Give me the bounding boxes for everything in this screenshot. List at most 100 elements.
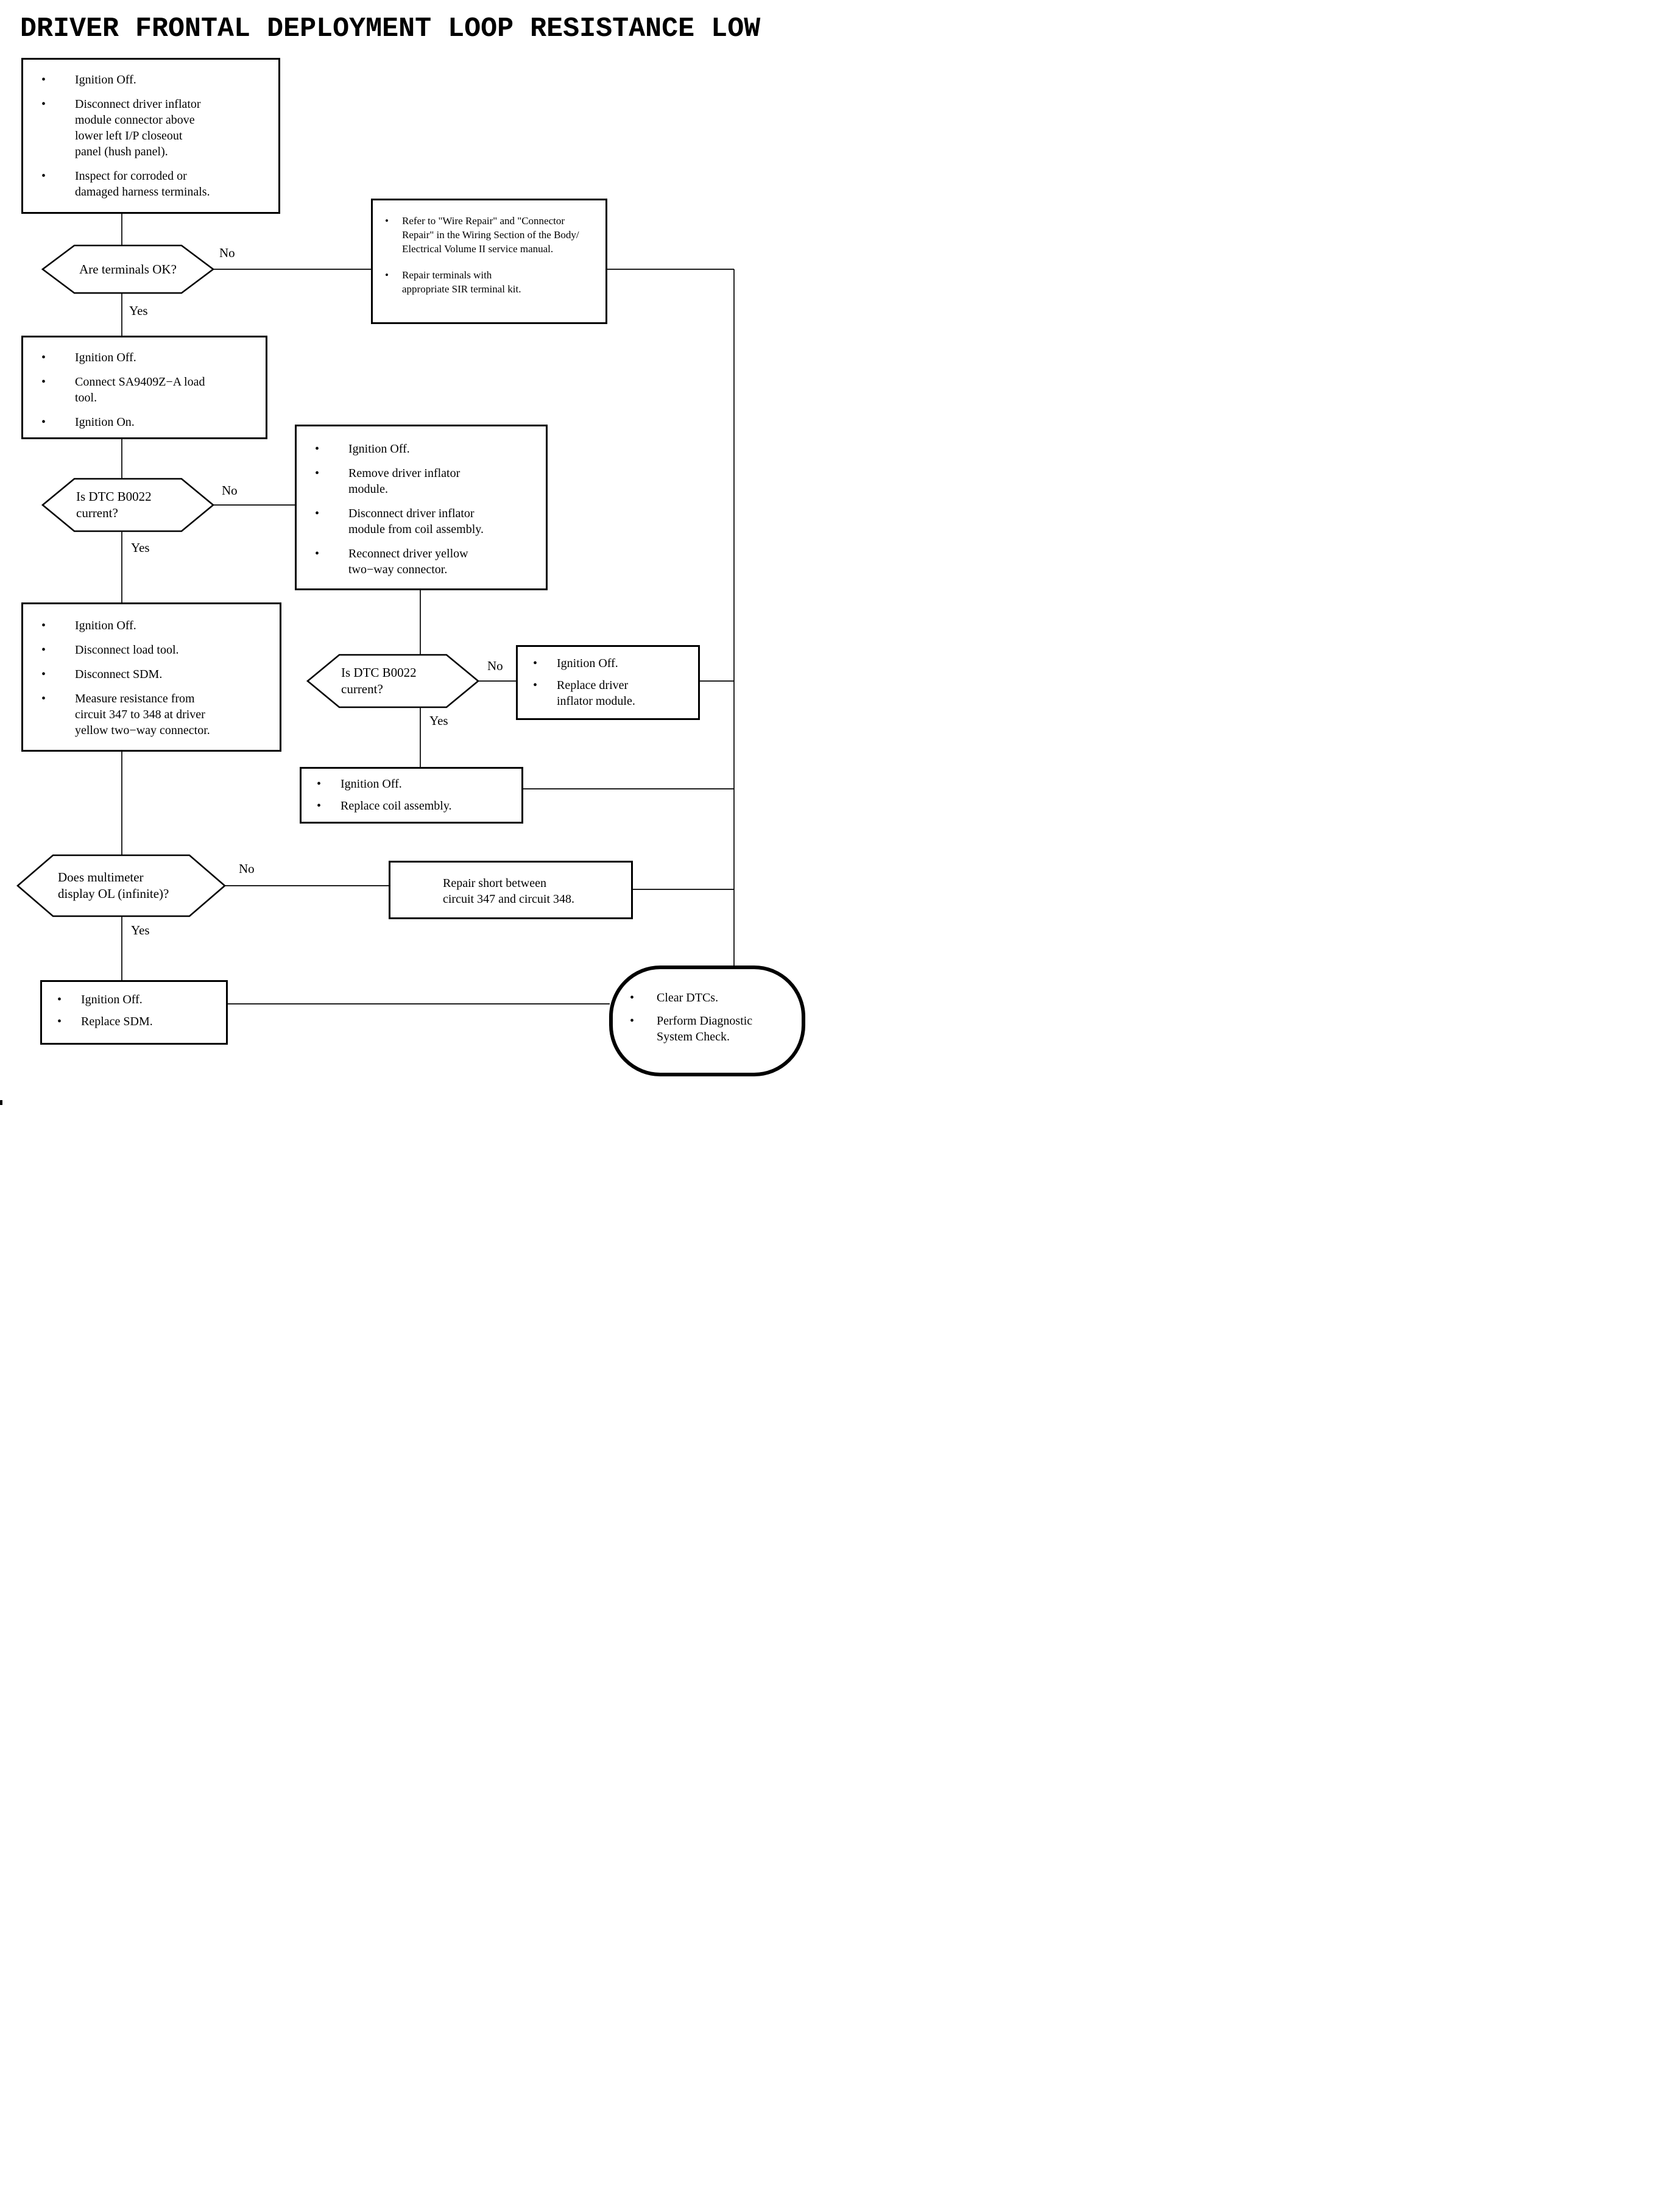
decision-terminals-shape <box>41 244 215 294</box>
list-item: • Remove driver inflator module. <box>297 465 545 497</box>
step-text: Disconnect driver inflator module connec… <box>75 97 201 158</box>
step-text: Replace driver inflator module. <box>557 679 635 708</box>
bullet-icon: • <box>630 991 635 1004</box>
step-text: Disconnect SDM. <box>75 668 163 681</box>
decision-dtc1-label: Is DTC B0022 current? <box>76 489 152 520</box>
bullet-icon: • <box>315 507 320 520</box>
step-text: Replace coil assembly. <box>341 799 452 813</box>
list-item: • Repair terminals with appropriate SIR t… <box>373 268 604 296</box>
step-text: Disconnect driver inflator module from c… <box>348 507 484 536</box>
bullet-icon: • <box>533 657 538 670</box>
decision-terminals-label: Are terminals OK? <box>79 261 177 277</box>
list-item: • Replace coil assembly. <box>302 798 520 814</box>
edge-label-no: No <box>487 658 503 673</box>
bullet-icon: • <box>630 1014 635 1028</box>
step-connect-load-tool: • Ignition Off. • Connect SA9409Z−A load t… <box>21 336 267 439</box>
list-item: • Ignition On. <box>23 414 264 430</box>
list-item: • Clear DTCs. <box>613 990 800 1006</box>
list-item: • Ignition Off. <box>23 618 278 634</box>
list-item: • Reconnect driver yellow two−way connect… <box>297 546 545 577</box>
bullet-icon: • <box>57 1015 62 1028</box>
bullet-icon: • <box>41 73 46 86</box>
decision-dtc2-shape <box>306 654 480 708</box>
bullet-icon: • <box>317 777 322 791</box>
bullet-icon: • <box>315 467 320 480</box>
step-replace-sdm: • Ignition Off. • Replace SDM. <box>40 980 228 1045</box>
bullet-icon: • <box>385 269 389 281</box>
list-item: • Ignition Off. <box>23 350 264 365</box>
decision-dtc2-label: Is DTC B0022 current? <box>341 665 417 696</box>
step-text: Clear DTCs. <box>657 991 719 1004</box>
list-item: • Disconnect load tool. <box>23 642 278 658</box>
edge-label-yes: Yes <box>429 713 448 728</box>
page-edge-artifact <box>0 1100 2 1105</box>
list-item: • Connect SA9409Z−A load tool. <box>23 374 264 406</box>
step-text: Ignition Off. <box>75 351 136 364</box>
flowchart-page: DRIVER FRONTAL DEPLOYMENT LOOP RESISTANC… <box>0 0 840 1105</box>
edge-label-no: No <box>222 483 238 498</box>
step-measure-resistance: • Ignition Off. • Disconnect load tool. • D… <box>21 602 281 752</box>
step-text: Remove driver inflator module. <box>348 467 461 496</box>
edge-label-yes: Yes <box>131 540 150 555</box>
bullet-icon: • <box>41 415 46 429</box>
step-text: Refer to "Wire Repair" and "Connector Re… <box>402 215 579 255</box>
step-remove-inflator-module: • Ignition Off. • Remove driver inflator m… <box>295 425 548 590</box>
step-wire-repair: • Refer to "Wire Repair" and "Connector R… <box>371 199 607 324</box>
step-text: Ignition Off. <box>81 993 143 1006</box>
flowchart-connectors <box>16 214 735 1004</box>
decision-dtc1-shape <box>41 478 215 532</box>
step-replace-coil-assembly: • Ignition Off. • Replace coil assembly. <box>300 767 523 824</box>
step-text: Repair terminals with appropriate SIR te… <box>402 269 521 295</box>
bullet-icon: • <box>41 169 46 183</box>
list-item: • Ignition Off. <box>302 776 520 792</box>
list-item: • Ignition Off. <box>297 441 545 457</box>
step-inspect-terminals: • Ignition Off. • Disconnect driver inflat… <box>21 58 280 214</box>
bullet-icon: • <box>41 351 46 364</box>
step-text: Connect SA9409Z−A load tool. <box>75 375 205 404</box>
step-text: Perform Diagnostic System Check. <box>657 1014 753 1043</box>
list-item: • Ignition Off. <box>23 72 277 88</box>
list-item: • Ignition Off. <box>518 655 697 671</box>
edge-label-yes: Yes <box>131 923 150 937</box>
step-text: Ignition Off. <box>557 657 618 670</box>
bullet-icon: • <box>57 993 62 1006</box>
step-text: Measure resistance from circuit 347 to 3… <box>75 692 210 737</box>
step-text: Ignition Off. <box>75 73 136 86</box>
bullet-icon: • <box>315 442 320 456</box>
end-terminal: • Clear DTCs. • Perform Diagnostic System … <box>609 966 805 1076</box>
decision-multimeter-label: Does multimeter display OL (infinite)? <box>58 870 169 901</box>
page-title: DRIVER FRONTAL DEPLOYMENT LOOP RESISTANC… <box>20 13 761 44</box>
step-text: Reconnect driver yellow two−way connecto… <box>348 547 468 576</box>
bullet-icon: • <box>41 619 46 632</box>
step-text: Ignition Off. <box>341 777 402 791</box>
list-item: •Inspect for corroded or damaged harness… <box>23 168 277 200</box>
edge-label-no: No <box>219 245 235 260</box>
list-item: • Measure resistance from circuit 347 to … <box>23 691 278 738</box>
decision-multimeter-shape <box>16 854 226 917</box>
list-item: • Disconnect driver inflator module from … <box>297 506 545 537</box>
bullet-icon: • <box>533 679 538 692</box>
step-text: Ignition Off. <box>348 442 410 456</box>
bullet-icon: • <box>41 375 46 389</box>
list-item: • Disconnect driver inflator module conne… <box>23 96 277 160</box>
step-replace-inflator-module: • Ignition Off. • Replace driver inflator … <box>516 645 700 720</box>
step-text: Ignition On. <box>75 415 135 429</box>
step-text: Repair short between circuit 347 and cir… <box>443 877 575 906</box>
bullet-icon: • <box>41 668 46 681</box>
step-text: Ignition Off. <box>75 619 136 632</box>
list-item: • Ignition Off. <box>42 992 225 1008</box>
bullet-icon: • <box>41 692 46 705</box>
step-repair-short: Repair short between circuit 347 and cir… <box>389 861 633 919</box>
edge-label-yes: Yes <box>129 303 148 318</box>
list-item: • Replace SDM. <box>42 1014 225 1029</box>
edge-label-no: No <box>239 861 255 876</box>
list-item: •Refer to "Wire Repair" and "Connector R… <box>373 214 604 256</box>
bullet-icon: • <box>41 97 46 111</box>
step-text: Disconnect load tool. <box>75 643 179 657</box>
bullet-icon: • <box>315 547 320 560</box>
list-item: • Disconnect SDM. <box>23 666 278 682</box>
step-text: Replace SDM. <box>81 1015 153 1028</box>
bullet-icon: • <box>41 643 46 657</box>
bullet-icon: • <box>317 799 322 813</box>
list-item: • Perform Diagnostic System Check. <box>613 1013 800 1045</box>
